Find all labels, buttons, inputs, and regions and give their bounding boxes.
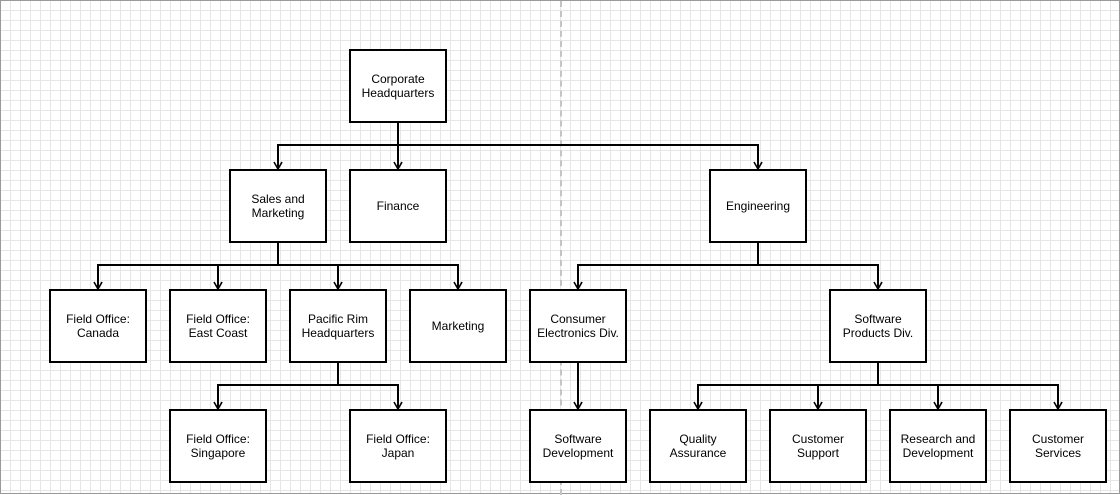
node-engineering[interactable]: Engineering <box>709 169 807 243</box>
connector-sales_marketing-to-field_east_coast[interactable] <box>213 243 279 291</box>
connector-pacific_rim-to-field_japan[interactable] <box>337 363 403 411</box>
connector-software_products-to-customer_support[interactable] <box>813 363 879 411</box>
node-field-office-east-coast[interactable]: Field Office: East Coast <box>169 289 267 363</box>
connector-corporate_hq-to-engineering[interactable] <box>397 123 763 171</box>
connector-software_products-to-customer_services[interactable] <box>877 363 1063 411</box>
node-corporate-headquarters[interactable]: Corporate Headquarters <box>349 49 447 123</box>
node-research-and-development[interactable]: Research and Development <box>889 409 987 483</box>
connector-engineering-to-consumer_electronics[interactable] <box>573 243 759 291</box>
node-consumer-electronics-div[interactable]: Consumer Electronics Div. <box>529 289 627 363</box>
node-pacific-rim-headquarters[interactable]: Pacific Rim Headquarters <box>289 289 387 363</box>
connector-engineering-to-software_products[interactable] <box>757 243 883 291</box>
node-quality-assurance[interactable]: Quality Assurance <box>649 409 747 483</box>
node-finance[interactable]: Finance <box>349 169 447 243</box>
connector-pacific_rim-to-field_singapore[interactable] <box>213 363 339 411</box>
node-customer-services[interactable]: Customer Services <box>1009 409 1107 483</box>
node-field-office-canada[interactable]: Field Office: Canada <box>49 289 147 363</box>
page-break-line <box>560 1 562 495</box>
node-field-office-japan[interactable]: Field Office: Japan <box>349 409 447 483</box>
node-customer-support[interactable]: Customer Support <box>769 409 867 483</box>
node-sales-and-marketing[interactable]: Sales and Marketing <box>229 169 327 243</box>
node-software-products-div[interactable]: Software Products Div. <box>829 289 927 363</box>
connector-sales_marketing-to-marketing[interactable] <box>277 243 463 291</box>
node-field-office-singapore[interactable]: Field Office: Singapore <box>169 409 267 483</box>
node-software-development[interactable]: Software Development <box>529 409 627 483</box>
node-marketing[interactable]: Marketing <box>409 289 507 363</box>
connector-corporate_hq-to-sales_marketing[interactable] <box>273 123 399 171</box>
